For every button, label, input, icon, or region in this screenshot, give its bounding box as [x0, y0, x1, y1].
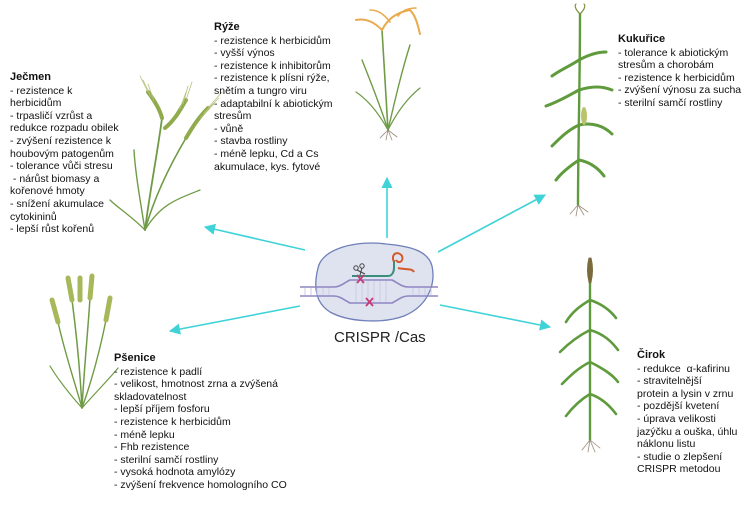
crop-block-ryze: Rýže - rezistence k herbicidům - vyšší v…: [214, 21, 354, 173]
psenice-plant-illustration: [49, 273, 119, 409]
crop-item: - méně lepku, Cd a Cs: [214, 147, 319, 160]
arrow-to-kukurice: [437, 194, 546, 253]
crop-item: - vyšší výnos: [214, 47, 275, 60]
crop-block-cirok: Čirok - redukce α-kafirinu - stravitelně…: [637, 349, 753, 476]
crop-item: - rezistence k inhibitorům: [214, 59, 331, 72]
crop-title-cirok: Čirok: [637, 349, 666, 361]
crop-item: - rezistence k herbicidům: [618, 71, 735, 84]
crop-item: - rezistence k herbicidům: [214, 34, 331, 47]
arrow-to-psenice: [168, 305, 301, 335]
crop-list-ryze: - rezistence k herbicidům - vyšší výnos …: [214, 35, 354, 174]
rna-loop: [392, 252, 415, 273]
crop-list-jecmen: - rezistence k herbicidům - trpasličí vz…: [10, 85, 140, 236]
crop-item: - trpasličí vzrůst a: [10, 109, 93, 122]
crop-list-psenice: - rezistence k padlí - velikost, hmotnos…: [114, 366, 324, 492]
crop-item: - tolerance vůči stresu: [10, 160, 113, 173]
crop-item: - adaptabilní k abiotickým: [214, 97, 333, 110]
crop-item: CRISPR metodou: [637, 463, 721, 476]
crop-item: - sterilní samčí rostliny: [114, 453, 219, 466]
crop-item: houbovým patogenům: [10, 147, 114, 160]
crop-item: skladovatelnost: [114, 390, 187, 403]
jecmen-plant-illustration: [109, 75, 223, 231]
arrow-to-cirok: [439, 304, 552, 331]
crop-title-kukurice: Kukuřice: [618, 33, 666, 45]
crop-item: cytokininů: [10, 210, 57, 223]
crop-item: náklonu listu: [637, 438, 696, 451]
crop-item: - vysoká hodnota amylózy: [114, 466, 236, 479]
crop-item: - méně lepku: [114, 428, 175, 441]
crop-item: - stravitelnější: [637, 375, 702, 388]
scissors-icon: [353, 263, 366, 276]
arrow-to-jecmen: [203, 223, 306, 251]
crop-item: redukce rozpadu obilek: [10, 122, 119, 135]
crop-item: - zvýšení výnosu za sucha: [618, 84, 742, 97]
ryze-plant-illustration: [355, 7, 421, 141]
crop-item: - rezistence k: [10, 84, 73, 97]
crispr-cas-illustration: [300, 242, 438, 322]
crop-title-psenice: Pšenice: [114, 352, 156, 364]
crop-list-cirok: - redukce α-kafirinu - stravitelnější pr…: [637, 363, 753, 476]
crop-item: jazýčku a ouška, úhlu: [637, 425, 738, 438]
crop-item: - lepší růst kořenů: [10, 223, 95, 236]
crop-item: - Fhb rezistence: [114, 441, 190, 454]
crop-item: herbicidům: [10, 97, 62, 110]
crop-item: - rezistence k herbicidům: [114, 415, 231, 428]
crispr-cas-label: CRISPR /Cas: [334, 329, 426, 346]
crop-item: - zvýšení frekvence homologního CO: [114, 478, 287, 491]
crop-item: snětím a tungro viru: [214, 84, 307, 97]
kukurice-plant-illustration: [544, 3, 614, 217]
crop-title-ryze: Rýže: [214, 21, 240, 33]
crop-item: - redukce α-kafirinu: [637, 362, 731, 375]
crop-block-kukurice: Kukuřice - tolerance k abiotickým stresů…: [618, 33, 752, 110]
crop-title-jecmen: Ječmen: [10, 71, 51, 83]
cirok-plant-illustration: [558, 257, 620, 453]
crop-item: stresům: [214, 110, 252, 123]
crop-item: - pozdější kvetení: [637, 400, 720, 413]
crop-item: - nárůst biomasy a: [10, 172, 100, 185]
crop-item: - rezistence k plísni rýže,: [214, 72, 330, 85]
crop-item: - úprava velikosti: [637, 412, 716, 425]
arrows: [168, 176, 552, 335]
crop-item: - sterilní samčí rostliny: [618, 96, 723, 109]
crop-block-jecmen: Ječmen - rezistence k herbicidům - trpas…: [10, 71, 140, 236]
crop-item: - rezistence k padlí: [114, 365, 203, 378]
cut-marks: [356, 274, 374, 307]
crop-item: - velikost, hmotnost zrna a zvýšená: [114, 378, 278, 391]
crop-item: - snížení akumulace: [10, 197, 104, 210]
crop-item: - studie o zlepšení: [637, 450, 723, 463]
crop-item: akumulace, kys. fytové: [214, 160, 321, 173]
crop-item: - zvýšení rezistence k: [10, 134, 111, 147]
crop-item: - stavba rostliny: [214, 135, 288, 148]
crop-item: kořenové hmoty: [10, 185, 85, 198]
crop-item: stresům a chorobám: [618, 59, 714, 72]
crop-item: - vůně: [214, 122, 244, 135]
crop-item: protein a lysin v zrnu: [637, 387, 734, 400]
guide-rna: [352, 260, 395, 277]
crop-list-kukurice: - tolerance k abiotickým stresům a choro…: [618, 47, 752, 110]
crop-block-psenice: Pšenice - rezistence k padlí - velikost,…: [114, 352, 324, 492]
crop-item: - tolerance k abiotickým: [618, 46, 729, 59]
crop-item: - lepší příjem fosforu: [114, 403, 210, 416]
